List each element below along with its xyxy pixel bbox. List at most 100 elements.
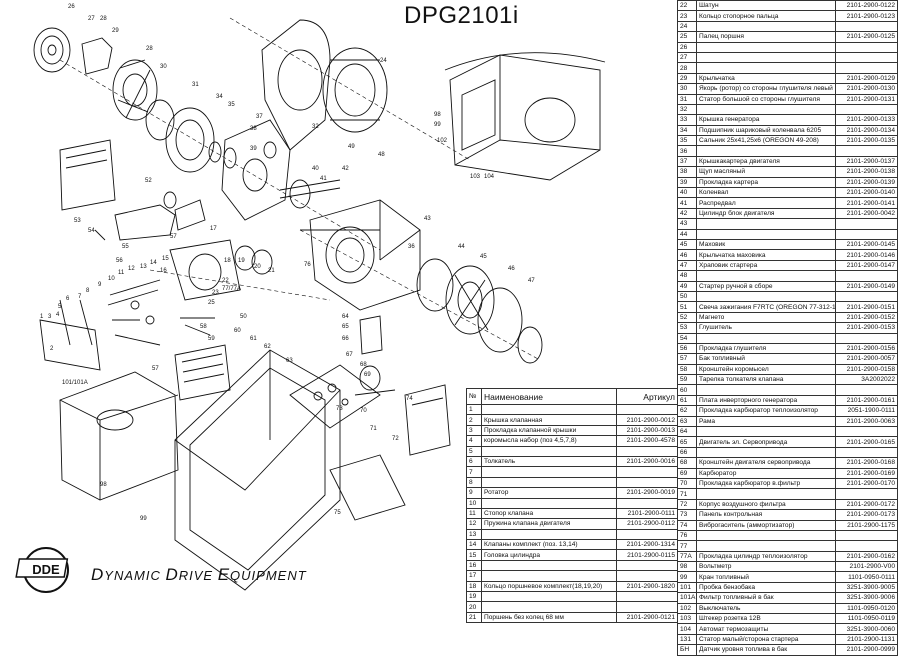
piston-cylinder-head-part (169, 199, 273, 301)
cell-name (481, 528, 617, 541)
cell-article: 2101-2900-0123 (835, 10, 898, 22)
svg-text:5: 5 (58, 304, 62, 310)
cell-number: 27 (677, 51, 697, 64)
cell-number: 101 (677, 581, 697, 594)
cell-article: 2101-2900-0999 (835, 644, 898, 656)
cell-name (696, 332, 836, 344)
table-row: 13 (466, 528, 678, 541)
cell-article: 2101-2900-0133 (835, 114, 898, 126)
cell-name (696, 488, 836, 500)
table-row: 43 (677, 218, 898, 230)
svg-text:47: 47 (528, 278, 535, 284)
table-row: 32 (677, 103, 898, 116)
cell-article: 2101-2900-0129 (835, 72, 898, 85)
cell-number: 72 (677, 498, 697, 511)
cell-article: 2101-2900-0169 (835, 467, 898, 479)
cell-article: 2101-2900-0131 (835, 93, 898, 105)
table-row: 28 (677, 62, 898, 74)
cell-name: Корпус воздушного фильтра (696, 498, 836, 511)
svg-text:14: 14 (150, 260, 157, 266)
svg-text:59: 59 (208, 336, 215, 342)
cell-number: 19 (466, 591, 482, 603)
cell-article (835, 228, 898, 241)
generator-cover-part (322, 47, 388, 133)
cell-name: Статор малый/сторона стартера (696, 633, 836, 646)
cell-name: Пружина клапана двигателя (481, 518, 617, 530)
cell-name: Распредвал (696, 197, 836, 209)
svg-text:28: 28 (100, 16, 107, 22)
cell-name: коромысла набор (поз 4,5,7,8) (481, 435, 617, 447)
cell-article (835, 425, 898, 438)
cell-article: 2101-2900-0153 (835, 322, 898, 334)
cell-name: Коленвал (696, 187, 836, 199)
cell-number: 33 (677, 114, 697, 126)
cell-article: 2101-2900-0138 (835, 166, 898, 178)
cell-number: 103 (677, 613, 697, 625)
cell-name: Прокладка картера (696, 176, 836, 189)
cell-name: Магнето (696, 311, 836, 324)
svg-text:57: 57 (152, 366, 159, 372)
cell-article: 2101-2900-0111 (616, 507, 678, 520)
cell-number: 42 (677, 207, 697, 220)
cell-name: Подшипник шариковый коленвала 6205 (696, 124, 836, 137)
cell-name (481, 403, 617, 416)
cell-name: Штекер розетка 12В (696, 613, 836, 625)
svg-text:76: 76 (304, 262, 311, 268)
cell-number: 57 (677, 353, 697, 365)
cell-number: 101A (677, 592, 697, 604)
svg-text:43: 43 (424, 216, 431, 222)
svg-text:41: 41 (320, 176, 327, 182)
svg-text:50: 50 (240, 314, 247, 320)
cell-number: 52 (677, 311, 697, 324)
svg-text:19: 19 (238, 258, 245, 264)
cell-article (835, 145, 898, 157)
recoil-starter-part (33, 27, 113, 75)
svg-text:99: 99 (434, 122, 441, 128)
cell-name (696, 446, 836, 459)
cell-name (696, 41, 836, 53)
cell-name: Цилиндр блок двигателя (696, 207, 836, 220)
cell-article: 2101-2900-0122 (835, 0, 898, 12)
cell-article: 2101-2900-0149 (835, 280, 898, 292)
cell-article: 2101-2900-0165 (835, 436, 898, 448)
cell-name: Щуп масляный (696, 166, 836, 178)
cell-article (835, 290, 898, 303)
model-title: DPG2101i (404, 2, 519, 29)
carburetor-part (354, 315, 396, 396)
cell-article (616, 497, 678, 509)
svg-text:99: 99 (140, 516, 147, 522)
cell-name: Сальник 25х41,25х6 (OREGON 49-208) (696, 135, 836, 147)
cell-name (696, 20, 836, 33)
svg-text:42: 42 (342, 166, 349, 172)
cell-name: Бак топливный (696, 353, 836, 365)
svg-text:26: 26 (68, 4, 75, 10)
cell-article (616, 559, 678, 572)
cell-number: 3 (466, 424, 482, 437)
cell-article: 2101-2900-4578 (616, 435, 678, 447)
svg-text:8: 8 (86, 288, 90, 294)
cell-number: 60 (677, 384, 697, 396)
table-row: 54 (677, 332, 898, 344)
cell-number: 30 (677, 83, 697, 95)
cell-number: 7 (466, 466, 482, 478)
cell-article: 2051-1900-0111 (835, 405, 898, 417)
cell-name (481, 559, 617, 572)
svg-text:53: 53 (74, 218, 81, 224)
svg-text:16: 16 (160, 268, 167, 274)
company-name: DYNAMIC DRIVE EQUIPMENT (91, 565, 307, 584)
inverter-board-part (174, 344, 231, 401)
cell-name: Крышка генератора (696, 114, 836, 126)
svg-text:98: 98 (434, 112, 441, 118)
